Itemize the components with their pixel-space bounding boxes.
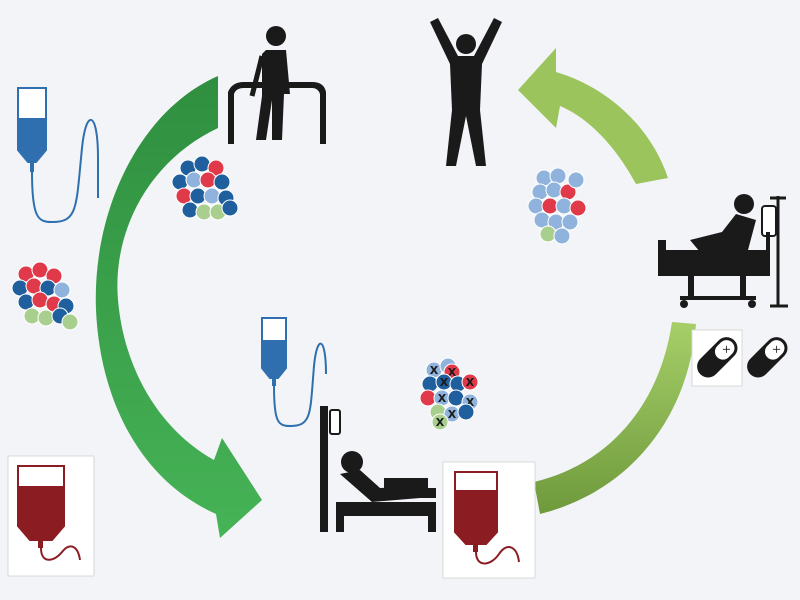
cell <box>545 181 563 199</box>
capsule-pill-icon: × <box>691 329 743 387</box>
cycle-arrow-top-right-icon <box>518 48 668 184</box>
cycle-arrow-bottom-right-icon <box>534 322 696 514</box>
cell <box>567 171 585 189</box>
cell-cluster-icon <box>11 261 79 331</box>
cell <box>447 389 465 407</box>
cell <box>203 187 221 205</box>
blood-bag-icon <box>442 461 536 579</box>
patient-bed-icon <box>320 406 436 532</box>
cell <box>171 173 189 191</box>
cell <box>553 227 571 245</box>
capsule-pill-icon: × <box>747 337 788 378</box>
cell <box>213 173 231 191</box>
iv-bag-icon <box>17 87 99 224</box>
cell-mark: X <box>440 376 449 389</box>
cell <box>31 291 49 309</box>
cell <box>461 373 479 391</box>
cell-cluster-icon <box>527 167 587 245</box>
cell <box>23 307 41 325</box>
cell <box>561 213 579 231</box>
blood-bag-icon <box>7 455 95 577</box>
cell-mark: X <box>466 376 475 389</box>
celebrating-person-icon <box>430 18 502 166</box>
cell <box>549 167 567 185</box>
cell <box>221 199 239 217</box>
cell-mark: X <box>448 408 457 421</box>
cell <box>569 199 587 217</box>
cell-mark: X <box>436 416 445 429</box>
cell-mark: X <box>430 364 439 377</box>
cell <box>431 413 449 431</box>
cycle-arrow-left-icon <box>95 76 262 538</box>
cell <box>37 309 55 327</box>
cell <box>199 171 217 189</box>
cell <box>193 155 211 173</box>
cell-mark: X <box>448 366 457 379</box>
cell-mark: X <box>466 396 475 409</box>
cell <box>53 281 71 299</box>
cell <box>61 313 79 331</box>
cell <box>539 225 557 243</box>
cell <box>457 403 475 421</box>
cell <box>421 375 439 393</box>
patient-bed-icon <box>658 194 788 308</box>
cell-cluster-icon <box>171 155 239 221</box>
cell <box>555 197 573 215</box>
walking-rehab-icon <box>228 26 326 144</box>
iv-bag-icon <box>261 317 327 428</box>
cell-mark: X <box>438 392 447 405</box>
cell <box>531 183 549 201</box>
cell <box>181 201 199 219</box>
